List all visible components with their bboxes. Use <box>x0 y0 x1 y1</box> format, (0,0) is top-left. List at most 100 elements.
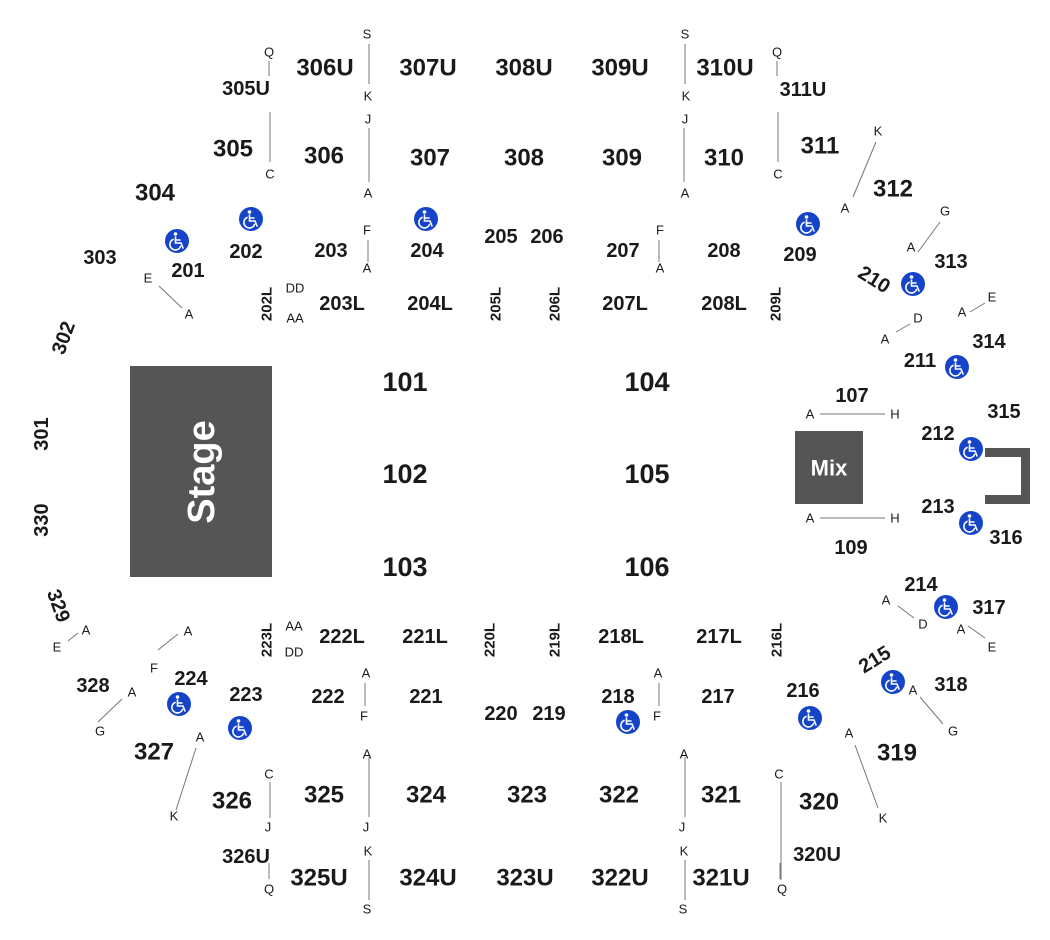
section-209l-label[interactable]: 209L <box>768 287 785 321</box>
section-217-label[interactable]: 217 <box>701 686 734 708</box>
section-205l-label[interactable]: 205L <box>488 287 505 321</box>
section-204l-label[interactable]: 204L <box>407 293 453 315</box>
wheelchair-accessible-icon[interactable] <box>239 207 263 231</box>
section-316-label[interactable]: 316 <box>989 527 1022 549</box>
wheelchair-accessible-icon[interactable] <box>881 670 905 694</box>
wheelchair-accessible-icon[interactable] <box>901 272 925 296</box>
section-201-label[interactable]: 201 <box>171 260 204 282</box>
section-102-label[interactable]: 102 <box>382 459 427 489</box>
section-309u-label[interactable]: 309U <box>591 55 648 82</box>
section-212-label[interactable]: 212 <box>921 423 954 445</box>
section-309-label[interactable]: 309 <box>602 145 642 172</box>
section-223-label[interactable]: 223 <box>229 684 262 706</box>
section-213-label[interactable]: 213 <box>921 496 954 518</box>
section-204-label[interactable]: 204 <box>410 240 444 262</box>
section-218-label[interactable]: 218 <box>601 686 634 708</box>
section-326u-label[interactable]: 326U <box>222 846 270 868</box>
section-222l-label[interactable]: 222L <box>319 626 365 648</box>
section-330-label[interactable]: 330 <box>31 503 53 536</box>
section-327-label[interactable]: 327 <box>134 739 174 766</box>
section-325-label[interactable]: 325 <box>304 782 344 809</box>
section-320-label[interactable]: 320 <box>799 789 839 816</box>
section-307u-label[interactable]: 307U <box>399 55 456 82</box>
section-303-label[interactable]: 303 <box>83 247 116 269</box>
section-221-label[interactable]: 221 <box>409 686 442 708</box>
wheelchair-accessible-icon[interactable] <box>228 716 252 740</box>
wheelchair-accessible-icon[interactable] <box>414 207 438 231</box>
section-217l-label[interactable]: 217L <box>696 626 742 648</box>
section-223l-label[interactable]: 223L <box>259 623 276 657</box>
section-221l-label[interactable]: 221L <box>402 626 448 648</box>
section-314-label[interactable]: 314 <box>972 331 1006 353</box>
section-203l-label[interactable]: 203L <box>319 293 365 315</box>
section-207-label[interactable]: 207 <box>606 240 639 262</box>
section-210-label[interactable]: 210 <box>854 262 894 298</box>
section-106-label[interactable]: 106 <box>624 552 669 582</box>
section-219-label[interactable]: 219 <box>532 703 565 725</box>
section-324-label[interactable]: 324 <box>406 782 447 809</box>
section-209-label[interactable]: 209 <box>783 244 816 266</box>
wheelchair-accessible-icon[interactable] <box>945 355 969 379</box>
section-306-label[interactable]: 306 <box>304 143 344 170</box>
wheelchair-accessible-icon[interactable] <box>798 706 822 730</box>
section-311u-label[interactable]: 311U <box>780 79 827 101</box>
wheelchair-accessible-icon[interactable] <box>165 229 189 253</box>
section-325u-label[interactable]: 325U <box>290 865 347 892</box>
section-202l-label[interactable]: 202L <box>259 287 276 321</box>
section-313-label[interactable]: 313 <box>934 251 967 273</box>
section-109-label[interactable]: 109 <box>834 537 867 559</box>
section-103-label[interactable]: 103 <box>382 552 427 582</box>
section-319-label[interactable]: 319 <box>877 740 917 767</box>
section-203-label[interactable]: 203 <box>314 240 347 262</box>
section-220l-label[interactable]: 220L <box>482 623 499 657</box>
section-308-label[interactable]: 308 <box>504 145 544 172</box>
section-219l-label[interactable]: 219L <box>547 623 564 657</box>
section-318-label[interactable]: 318 <box>934 674 967 696</box>
section-317-label[interactable]: 317 <box>972 597 1005 619</box>
section-310u-label[interactable]: 310U <box>696 55 753 82</box>
section-302-label[interactable]: 302 <box>48 319 80 358</box>
section-306u-label[interactable]: 306U <box>296 55 353 82</box>
section-208-label[interactable]: 208 <box>707 240 740 262</box>
section-329-label[interactable]: 329 <box>42 587 74 626</box>
section-311-label[interactable]: 311 <box>801 133 840 160</box>
section-207l-label[interactable]: 207L <box>602 293 648 315</box>
section-323u-label[interactable]: 323U <box>496 865 553 892</box>
section-305-label[interactable]: 305 <box>213 136 253 163</box>
section-216-label[interactable]: 216 <box>786 680 819 702</box>
section-326-label[interactable]: 326 <box>212 788 252 815</box>
section-202-label[interactable]: 202 <box>229 241 262 263</box>
section-307-label[interactable]: 307 <box>410 145 450 172</box>
section-321u-label[interactable]: 321U <box>692 865 749 892</box>
section-315-label[interactable]: 315 <box>987 401 1020 423</box>
section-312-label[interactable]: 312 <box>873 176 913 203</box>
wheelchair-accessible-icon[interactable] <box>616 710 640 734</box>
wheelchair-accessible-icon[interactable] <box>959 511 983 535</box>
section-224-label[interactable]: 224 <box>174 668 208 690</box>
section-218l-label[interactable]: 218L <box>598 626 644 648</box>
section-206l-label[interactable]: 206L <box>547 287 564 321</box>
section-320u-label[interactable]: 320U <box>793 844 841 866</box>
section-205-label[interactable]: 205 <box>484 226 517 248</box>
section-208l-label[interactable]: 208L <box>701 293 747 315</box>
section-322u-label[interactable]: 322U <box>591 865 648 892</box>
wheelchair-accessible-icon[interactable] <box>796 212 820 236</box>
section-216l-label[interactable]: 216L <box>769 623 786 657</box>
section-310-label[interactable]: 310 <box>704 145 744 172</box>
section-101-label[interactable]: 101 <box>382 367 427 397</box>
wheelchair-accessible-icon[interactable] <box>934 595 958 619</box>
section-324u-label[interactable]: 324U <box>399 865 456 892</box>
section-104-label[interactable]: 104 <box>624 367 669 397</box>
section-105-label[interactable]: 105 <box>624 459 669 489</box>
section-222-label[interactable]: 222 <box>311 686 344 708</box>
section-321-label[interactable]: 321 <box>701 782 741 809</box>
section-206-label[interactable]: 206 <box>530 226 563 248</box>
section-211-label[interactable]: 211 <box>904 350 936 372</box>
section-301-label[interactable]: 301 <box>31 417 53 450</box>
section-308u-label[interactable]: 308U <box>495 55 552 82</box>
wheelchair-accessible-icon[interactable] <box>167 692 191 716</box>
section-322-label[interactable]: 322 <box>599 782 639 809</box>
section-328-label[interactable]: 328 <box>76 675 109 697</box>
section-305u-label[interactable]: 305U <box>222 78 270 100</box>
